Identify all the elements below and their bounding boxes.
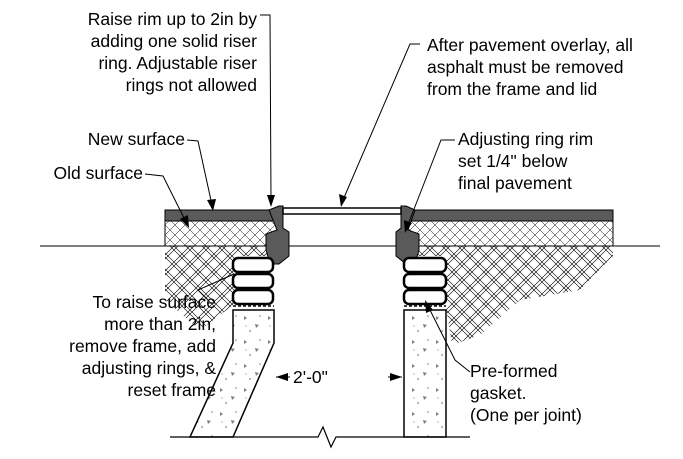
- old-surface-layer: [164, 220, 280, 247]
- old-surface-layer-right: [404, 220, 614, 247]
- riser-ring-left-2: [231, 272, 275, 290]
- riser-ring-left-1: [231, 256, 275, 274]
- bottom-break-line: [170, 425, 470, 449]
- dimension-label: 2'-0": [293, 367, 328, 387]
- leader-raise-surface: [197, 273, 235, 301]
- riser-ring-right-1: [402, 256, 448, 274]
- riser-ring-left-3: [231, 288, 275, 306]
- frame-left: [265, 205, 290, 265]
- soil-right: [405, 246, 613, 345]
- leader-gasket-arrow: [425, 300, 433, 313]
- soil-left: [165, 246, 279, 330]
- leader-overlay: [342, 43, 420, 201]
- riser-ring-right-2: [402, 272, 448, 290]
- leader-adjusting-ring: [406, 139, 455, 228]
- frame-right: [395, 205, 420, 265]
- dimension-arrow-right: [390, 373, 402, 381]
- leader-new-surface: [186, 139, 213, 206]
- leader-adjusting-ring-arrow: [404, 220, 412, 233]
- leader-gasket: [427, 305, 471, 373]
- callout-raise-surface: To raise surface more than 2in, remove f…: [69, 292, 216, 400]
- new-surface-layer-right: [404, 209, 614, 222]
- callout-adjusting-ring: Adjusting ring rim set 1/4" below final …: [458, 129, 594, 193]
- leader-old-surface: [144, 173, 187, 223]
- callout-overlay: After pavement overlay, all asphalt must…: [427, 35, 633, 99]
- callout-old-surface: Old surface: [53, 163, 143, 183]
- leader-overlay-arrow: [339, 194, 347, 207]
- leader-raise-rim: [260, 14, 272, 201]
- callout-gasket: Pre-formed gasket. (One per joint): [470, 361, 582, 425]
- manhole-lid: [282, 207, 402, 215]
- callout-new-surface: New surface: [87, 129, 185, 149]
- leader-new-surface-arrow: [207, 199, 216, 211]
- riser-ring-right-3: [402, 288, 448, 306]
- dimension-arrow-left: [276, 373, 288, 381]
- callout-raise-rim: Raise rim up to 2in by adding one solid …: [87, 9, 257, 95]
- leader-old-surface-arrow: [180, 215, 189, 228]
- leader-raise-rim-arrow: [267, 195, 275, 207]
- concrete-wall-right: [403, 309, 447, 438]
